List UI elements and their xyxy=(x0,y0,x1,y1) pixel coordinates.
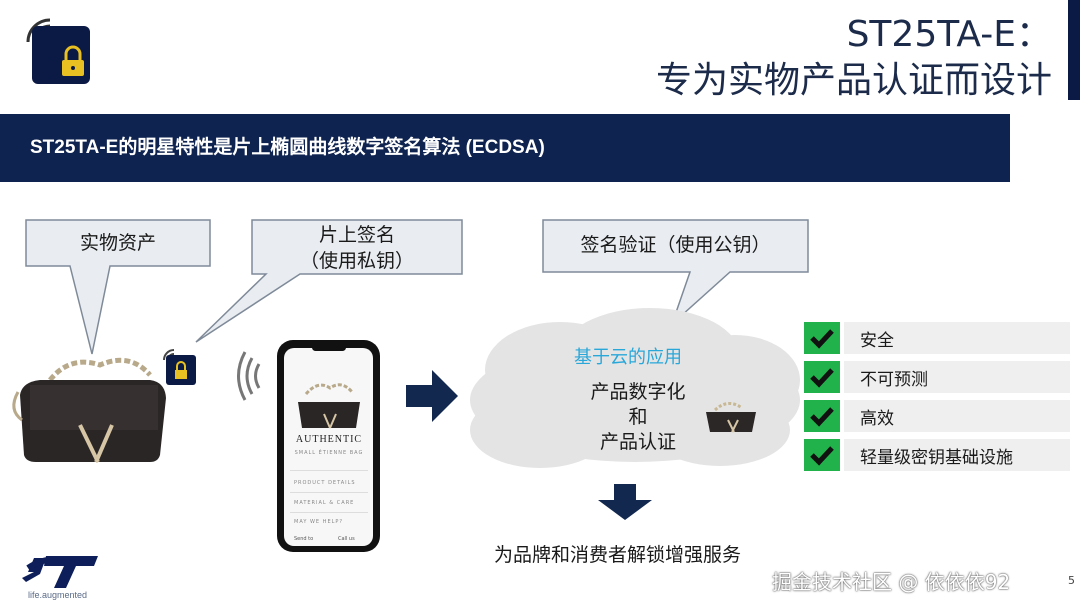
phone-menu-item[interactable]: PRODUCT DETAILS xyxy=(294,480,356,486)
phone-product: SMALL ÉTIENNE BAG xyxy=(294,450,364,456)
check-icon xyxy=(804,361,840,393)
watermark: 掘金技术社区 @ 依依依92 xyxy=(772,570,1011,594)
callout-onchip-sign xyxy=(195,219,463,343)
cloud-line-2: 和 xyxy=(628,406,648,428)
cloud-line-3: 产品认证 xyxy=(599,431,676,453)
nfc-waves-icon xyxy=(237,351,261,401)
phone-bag-image xyxy=(298,383,360,429)
st-logo-icon xyxy=(22,556,98,588)
right-arrow-icon xyxy=(406,370,458,422)
feature-label: 安全 xyxy=(844,322,1070,354)
feature-item: 不可预测 xyxy=(804,361,1070,393)
page-title: ST25TA-E： 专为实物产品认证而设计 xyxy=(656,12,1052,104)
st-tagline: life.augmented xyxy=(28,590,88,600)
feature-item: 安全 xyxy=(804,322,1070,354)
check-icon xyxy=(804,400,840,432)
banner-text: ST25TA-E的明星特性是片上椭圆曲线数字签名算法 (ECDSA) xyxy=(30,137,545,158)
phone-screen xyxy=(284,348,373,546)
bottom-statement: 为品牌和消费者解锁增强服务 xyxy=(494,544,742,566)
check-icon xyxy=(804,439,840,471)
feature-banner xyxy=(0,114,1010,182)
callout-verify-text: 签名验证（使用公钥） xyxy=(580,234,771,256)
callout-physical-asset-text: 实物资产 xyxy=(79,232,156,254)
nfc-lock-logo xyxy=(22,14,102,94)
title-line-2: 专为实物产品认证而设计 xyxy=(655,60,1052,101)
phone-brand: AUTHENTIC xyxy=(295,434,363,445)
phone-send-button[interactable]: Send to xyxy=(294,536,314,542)
phone-menu-item[interactable]: MATERIAL & CARE xyxy=(294,500,355,506)
callout-verify xyxy=(542,219,809,327)
phone-divider xyxy=(290,470,368,471)
small-handbag-icon xyxy=(706,402,756,433)
tag-lock-icon xyxy=(163,349,196,385)
callout-onchip-line-1: 片上签名 xyxy=(318,224,395,246)
phone-menu-item[interactable]: MAY WE HELP? xyxy=(294,519,344,525)
callout-onchip-line-2: （使用私钥） xyxy=(299,250,414,272)
callout-physical-asset xyxy=(25,219,211,355)
phone-call-button[interactable]: Call us xyxy=(338,536,355,542)
feature-item: 轻量级密钥基础设施 xyxy=(804,439,1070,471)
feature-label: 不可预测 xyxy=(844,361,1070,393)
cloud-main-text: 产品数字化 和 产品认证 xyxy=(568,380,708,455)
page-number: 5 xyxy=(1068,574,1075,587)
feature-item: 高效 xyxy=(804,400,1070,432)
phone-notch xyxy=(312,344,346,351)
phone-divider xyxy=(290,492,368,493)
title-line-1: ST25TA-E： xyxy=(846,14,1052,55)
phone-divider xyxy=(290,512,368,513)
cloud-line-1: 产品数字化 xyxy=(590,381,686,403)
down-arrow-icon xyxy=(598,484,652,520)
handbag-icon xyxy=(12,357,166,463)
nfc-lock-icon xyxy=(26,18,90,84)
feature-label: 轻量级密钥基础设施 xyxy=(844,439,1070,471)
callout-onchip-sign-text: 片上签名 （使用私钥） xyxy=(252,222,462,274)
edge-bar xyxy=(1068,0,1080,100)
feature-label: 高效 xyxy=(844,400,1070,432)
check-icon xyxy=(804,322,840,354)
feature-list: 安全 不可预测 高效 轻量级密钥基础设施 xyxy=(804,322,1070,471)
cloud-title: 基于云的应用 xyxy=(574,347,682,368)
